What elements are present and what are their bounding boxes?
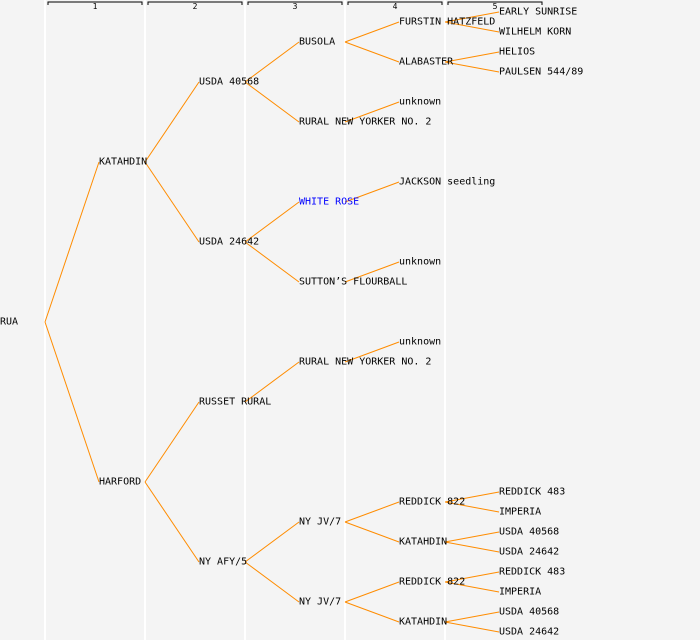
pedigree-node[interactable]: KATAHDIN [99, 157, 147, 168]
connector-line [444, 491, 500, 503]
pedigree-node[interactable]: NY AFY/5 [199, 557, 247, 568]
pedigree-node[interactable]: REDDICK 822 [399, 577, 465, 588]
connector-line [444, 51, 500, 63]
connector-line [244, 241, 300, 283]
pedigree-node[interactable]: WILHELM KORN [499, 27, 571, 38]
pedigree-node[interactable]: EARLY SUNRISE [499, 7, 577, 18]
connector-line [344, 21, 400, 43]
pedigree-node[interactable]: KATAHDIN [399, 537, 447, 548]
connector-line [144, 401, 200, 483]
connector-line [344, 601, 400, 623]
connector-line [444, 621, 500, 633]
connector-line [244, 561, 300, 603]
connector-line [244, 81, 300, 123]
pedigree-node[interactable]: USDA 40568 [499, 527, 559, 538]
pedigree-node[interactable]: BUSOLA [299, 37, 335, 48]
generation-bracket [347, 1, 443, 5]
generation-bracket [47, 1, 143, 5]
connector-line [244, 201, 300, 243]
pedigree-node[interactable]: SUTTON’S FLOURBALL [299, 277, 407, 288]
pedigree-node[interactable]: USDA 40568 [499, 607, 559, 618]
pedigree-node[interactable]: RUSSET RURAL [199, 397, 271, 408]
pedigree-node[interactable]: REDDICK 483 [499, 487, 565, 498]
pedigree-node[interactable]: REDDICK 822 [399, 497, 465, 508]
pedigree-node[interactable]: REDDICK 483 [499, 567, 565, 578]
connector-line [44, 161, 100, 323]
pedigree-node[interactable]: IMPERIA [499, 507, 541, 518]
pedigree-node[interactable]: USDA 24642 [199, 237, 259, 248]
connector-line [444, 531, 500, 543]
pedigree-node[interactable]: KATAHDIN [399, 617, 447, 628]
pedigree-node[interactable]: RURAL NEW YORKER NO. 2 [299, 357, 431, 368]
connector-line [444, 611, 500, 623]
generation-bracket [147, 1, 243, 5]
generation-header: 5 [493, 2, 498, 11]
connector-line [244, 361, 300, 403]
generation-header: 2 [193, 2, 198, 11]
root-node[interactable]: RUA [0, 317, 18, 328]
pedigree-node-link[interactable]: WHITE ROSE [299, 197, 359, 208]
connector-line [444, 501, 500, 513]
connector-line [344, 581, 400, 603]
generation-header: 3 [293, 2, 298, 11]
pedigree-node[interactable]: ALABASTER [399, 57, 454, 68]
connector-line [344, 181, 400, 203]
connector-line [444, 11, 500, 23]
pedigree-node[interactable]: PAULSEN 544/89 [499, 67, 583, 78]
pedigree-node[interactable]: HARFORD [99, 477, 141, 488]
connector-line [144, 81, 200, 163]
connector-line [444, 21, 500, 33]
connector-line [344, 101, 400, 123]
connector-line [44, 321, 100, 483]
pedigree-node[interactable]: USDA 40568 [199, 77, 259, 88]
pedigree-connectors [44, 11, 500, 633]
pedigree-node[interactable]: IMPERIA [499, 587, 541, 598]
pedigree-node[interactable]: FURSTIN HATZFELD [399, 17, 495, 28]
connector-line [444, 571, 500, 583]
connector-line [444, 541, 500, 553]
connector-line [244, 521, 300, 563]
connector-line [444, 581, 500, 593]
generation-bracket [247, 1, 343, 5]
pedigree-node[interactable]: unknown [399, 337, 441, 348]
connector-line [244, 41, 300, 83]
pedigree-node[interactable]: JACKSON seedling [399, 177, 495, 188]
connector-line [344, 41, 400, 63]
connector-line [344, 261, 400, 283]
pedigree-node[interactable]: USDA 24642 [499, 547, 559, 558]
pedigree-node[interactable]: NY JV/7 [299, 517, 341, 528]
connector-line [344, 501, 400, 523]
connector-line [144, 161, 200, 243]
pedigree-node[interactable]: USDA 24642 [499, 627, 559, 638]
generation-header: 4 [393, 2, 398, 11]
pedigree-node[interactable]: unknown [399, 257, 441, 268]
connector-line [444, 61, 500, 73]
generation-columns: 1 2 3 4 5 [44, 0, 543, 640]
pedigree-node[interactable]: unknown [399, 97, 441, 108]
generation-bracket [447, 1, 543, 5]
pedigree-node[interactable]: RURAL NEW YORKER NO. 2 [299, 117, 431, 128]
connector-line [144, 481, 200, 563]
pedigree-node[interactable]: HELIOS [499, 47, 535, 58]
pedigree-node[interactable]: NY JV/7 [299, 597, 341, 608]
connector-line [344, 521, 400, 543]
connector-line [344, 341, 400, 363]
generation-header: 1 [93, 2, 98, 11]
